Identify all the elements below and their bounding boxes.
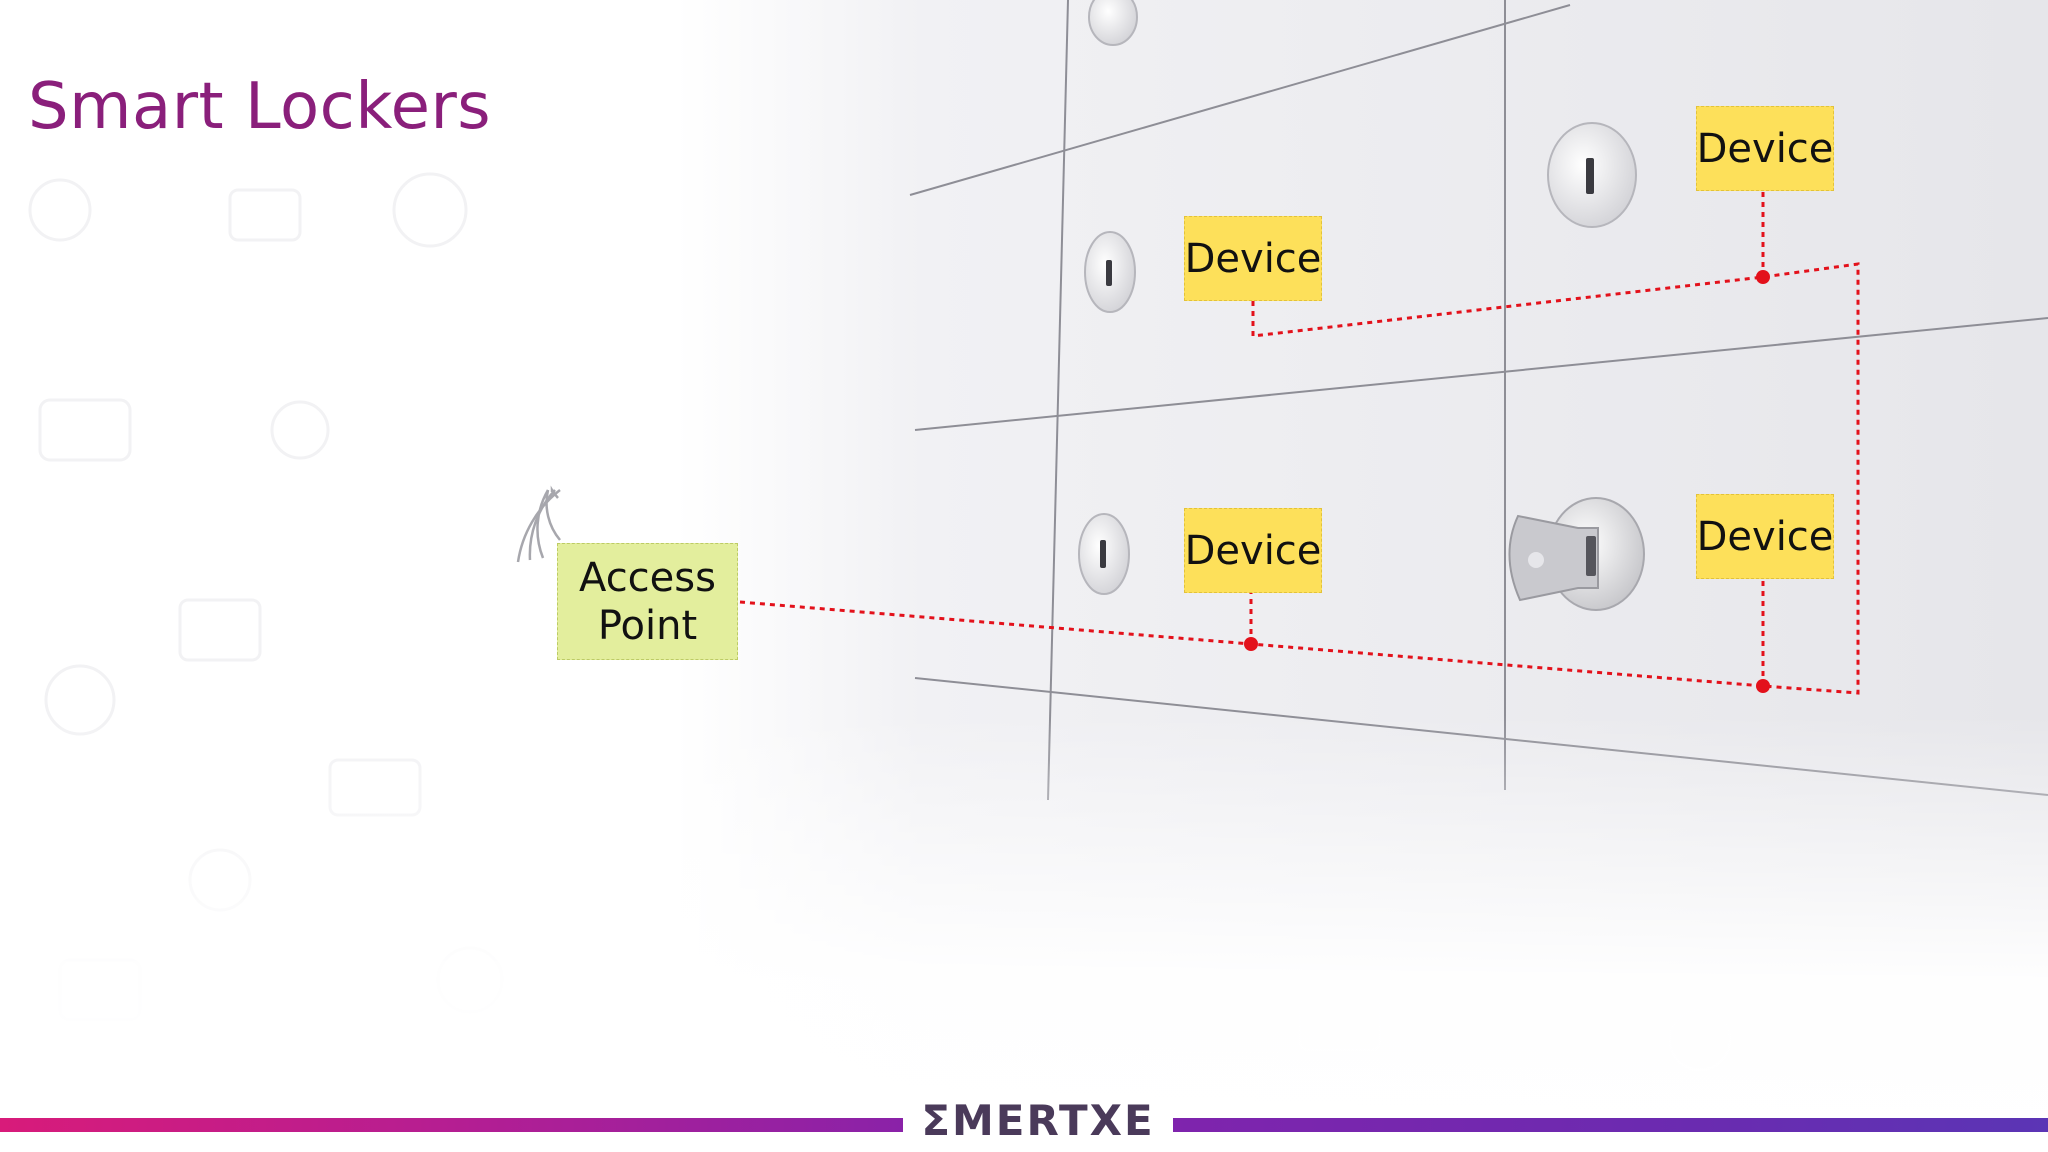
device-label: Device [1696,106,1834,191]
footer-bar-left [0,1118,903,1132]
connection-lines [739,191,1860,695]
access-point-text: Access Point [579,554,716,649]
device-label: Device [1696,494,1834,579]
wifi-signal-icon [516,485,561,563]
access-point-label: Access Point [557,543,738,660]
device-label: Device [1184,508,1322,593]
company-logo: ΣMERTXE [921,1095,1155,1145]
connection-nodes [1244,270,1770,693]
device-label: Device [1184,216,1322,301]
footer-bar-right [1173,1118,2048,1132]
slide-title: Smart Lockers [28,70,492,144]
